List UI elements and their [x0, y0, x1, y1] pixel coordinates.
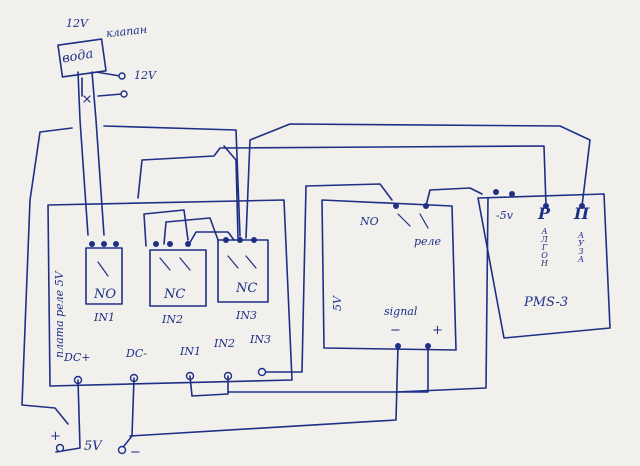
relay-2-box	[149, 249, 207, 307]
valve-box	[57, 38, 107, 78]
pin-dc-minus: DC-	[126, 347, 147, 360]
supply-terminal-a	[118, 72, 126, 80]
relay-1-input: IN1	[94, 311, 115, 324]
pms-name: PMS-3	[524, 295, 569, 310]
supply-minus-terminal	[117, 445, 127, 455]
supply-terminal-b	[120, 90, 128, 98]
pin-in1: IN1	[180, 345, 201, 358]
pin-in2: IN2	[214, 337, 235, 350]
supply-plus-terminal	[55, 443, 65, 453]
signal-minus-wire	[129, 345, 399, 437]
supply-plus-label: +	[50, 429, 61, 444]
valve-top-label: 12V	[66, 17, 88, 30]
valve-wire-left	[77, 71, 89, 236]
valve-wire-right	[91, 71, 105, 236]
module-relay-label: реле	[414, 235, 442, 248]
supply-minus-label: −	[130, 445, 141, 460]
dc-plus-wire	[55, 379, 81, 453]
module-plus-label: +	[432, 323, 443, 338]
pms-terminal-n	[579, 203, 585, 209]
relay-1-box	[85, 247, 123, 305]
valve-supply-wire-a	[95, 71, 121, 77]
pms-terminal-2	[509, 191, 515, 197]
in1-in2-bridge	[189, 375, 229, 397]
jumper-r2-r3	[163, 217, 219, 245]
wire-cross-mark	[83, 95, 91, 103]
module-minus-label: −	[390, 323, 401, 338]
pms-outline	[477, 193, 611, 339]
relay-3-contact: NC	[236, 281, 258, 296]
module-left-wire	[261, 185, 307, 373]
valve-supply-wire-b	[97, 93, 123, 97]
relay-module-outline	[321, 199, 457, 351]
pms-n-label: П	[574, 204, 590, 223]
relay-switch-marks	[97, 255, 257, 277]
module-contact-label: NO	[360, 215, 379, 228]
module-top-wire	[305, 183, 393, 201]
pms-minus-label: -5v	[496, 209, 513, 222]
outer-loop-left	[21, 127, 73, 425]
module-signal-label: signal	[384, 305, 418, 318]
relay-1-contact: NO	[94, 287, 117, 302]
module-switch-marks	[397, 213, 429, 229]
supply-voltage-label: 5V	[84, 439, 102, 454]
pms-terminal-1	[493, 189, 499, 195]
relay-3-input: IN3	[236, 309, 257, 322]
valve-to-in3-wire	[103, 125, 241, 237]
relay-2-contact: NC	[164, 287, 186, 302]
loop-in3-to-pms-n	[245, 123, 591, 239]
relay-board-outline	[47, 199, 293, 387]
signal-plus-wire	[227, 345, 429, 393]
module-no-terminal	[393, 203, 399, 209]
pin-in3: IN3	[250, 333, 271, 346]
module-side-label: 5V	[331, 296, 344, 311]
pms-minus-return	[395, 197, 489, 393]
pms-p-label: Р	[538, 204, 551, 223]
relay-terminals	[89, 237, 257, 247]
pin-dc-plus: DC+	[64, 351, 91, 364]
dc-minus-wire	[123, 377, 135, 447]
jumper-r2-r3-b	[187, 231, 235, 247]
loop-board-to-pms-p	[137, 145, 547, 207]
pms-terminal-p	[543, 203, 549, 209]
wire-in3-down	[223, 145, 239, 239]
valve-supply-label: 12V	[134, 69, 156, 82]
relay-board-side-label: плата реле 5V	[53, 271, 66, 358]
module-to-pms-wire	[425, 187, 483, 207]
jumper-r1-r2	[143, 209, 189, 247]
relay-2-input: IN2	[162, 313, 183, 326]
